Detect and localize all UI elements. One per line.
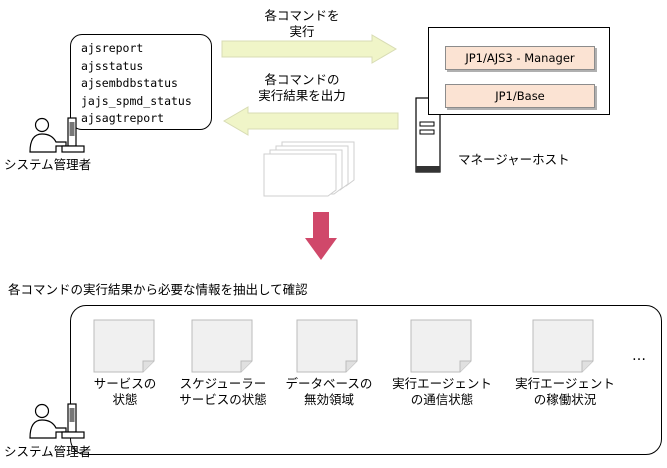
execute-arrow — [221, 34, 397, 64]
info-item-line: 実行エージェント — [515, 376, 615, 391]
document-icon — [191, 319, 253, 373]
command-item: ajsembdbstatus — [81, 76, 178, 90]
admin-label: システム管理者 — [4, 444, 92, 459]
info-item-line: スケジューラー — [179, 376, 267, 391]
output-documents-icon — [263, 141, 355, 197]
info-item-line: 状態 — [112, 392, 138, 407]
more-ellipsis: … — [632, 348, 646, 364]
admin-person-icon — [29, 403, 85, 439]
command-item: ajsagtreport — [81, 111, 165, 125]
down-arrow — [305, 212, 337, 260]
command-item: jajs_spmd_status — [81, 93, 192, 108]
info-item-line: の通信状態 — [410, 392, 474, 407]
arrow-bottom-label: 各コマンドの 実行結果を出力 — [252, 72, 352, 104]
command-list-box: ajsreport ajsstatus ajsembdbstatus jajs_… — [70, 34, 212, 130]
info-item-line: サービスの — [93, 376, 157, 391]
arrow-bottom-line2: 実行結果を出力 — [258, 88, 346, 103]
admin-person-icon — [29, 117, 85, 153]
command-item: ajsstatus — [81, 58, 144, 73]
command-item: ajsreport — [81, 41, 144, 55]
document-icon — [410, 319, 472, 373]
info-item-db-invalid-area: データベースの 無効領域 — [272, 376, 386, 408]
output-arrow — [223, 106, 399, 136]
host-label: マネージャーホスト — [458, 152, 570, 167]
info-item-line: 実行エージェント — [392, 376, 492, 391]
product-jp1-base: JP1/Base — [445, 84, 595, 108]
admin-label: システム管理者 — [4, 157, 92, 172]
arrow-top-line1: 各コマンドを — [264, 8, 340, 23]
info-item-agent-comm-status: 実行エージェント の通信状態 — [384, 376, 500, 408]
document-icon — [532, 319, 594, 373]
info-item-agent-operation-status: 実行エージェント の稼働状況 — [507, 376, 623, 408]
info-item-line: サービスの状態 — [179, 392, 267, 407]
extract-caption: 各コマンドの実行結果から必要な情報を抽出して確認 — [8, 282, 308, 297]
info-item-line: 無効領域 — [303, 392, 354, 407]
product-ajs3-manager: JP1/AJS3 - Manager — [445, 46, 595, 70]
arrow-top-label: 各コマンドを 実行 — [252, 8, 352, 40]
info-item-line: の稼働状況 — [533, 392, 597, 407]
info-item-line: データベースの — [285, 376, 373, 391]
arrow-top-line2: 実行 — [289, 24, 315, 39]
host-products-panel: JP1/AJS3 - Manager JP1/Base — [428, 27, 610, 115]
info-item-scheduler-status: スケジューラー サービスの状態 — [166, 376, 280, 408]
info-item-service-status: サービスの 状態 — [75, 376, 175, 408]
arrow-bottom-line1: 各コマンドの — [264, 72, 340, 87]
document-icon — [93, 319, 155, 373]
document-icon — [296, 319, 358, 373]
